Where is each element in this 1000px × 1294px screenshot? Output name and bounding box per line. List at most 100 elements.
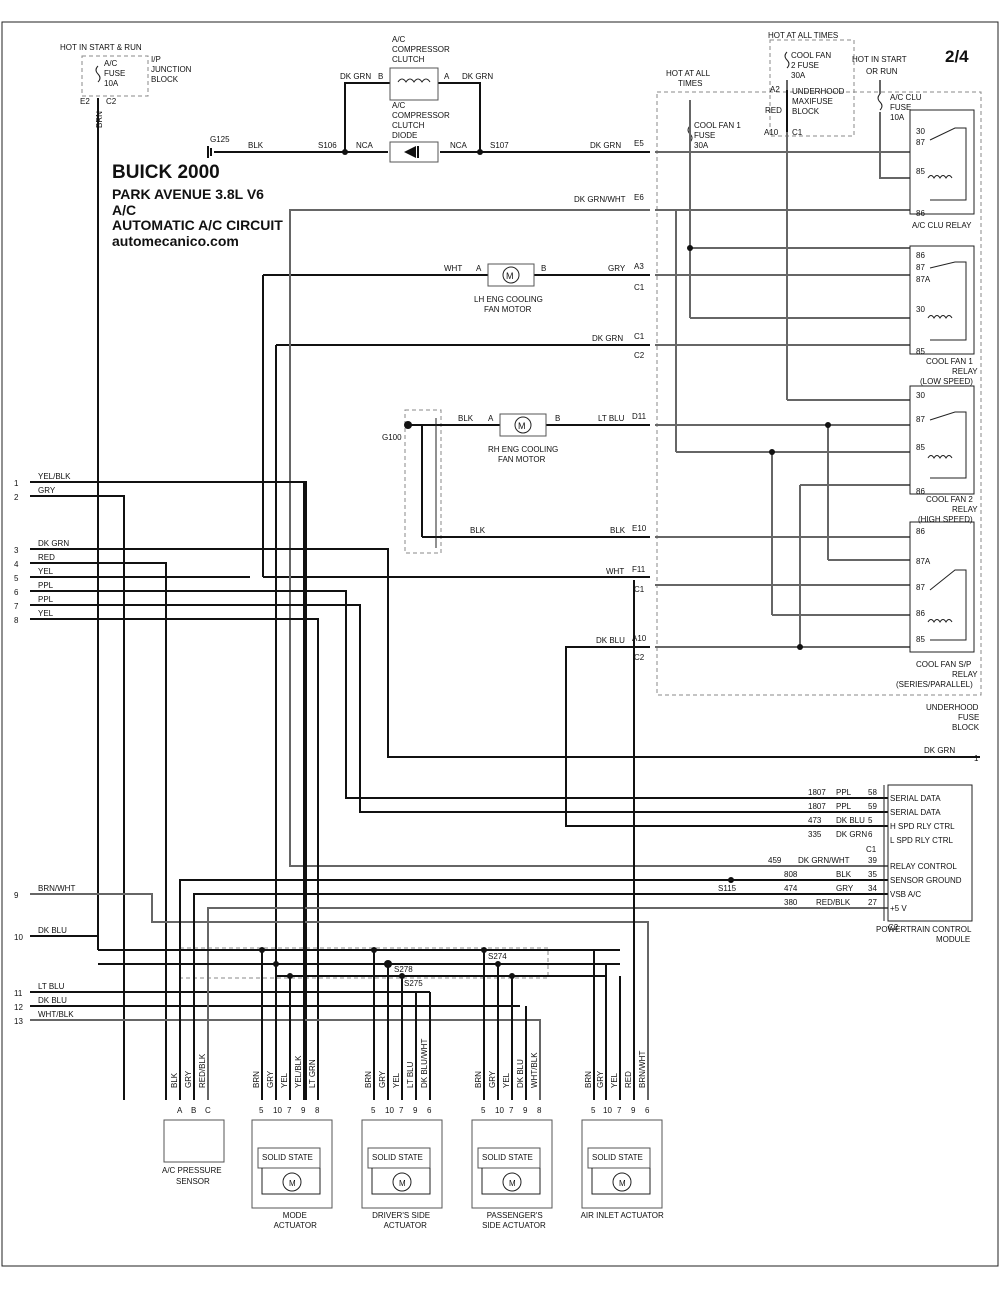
- relay-pin: 86: [916, 251, 925, 260]
- relay-name: RELAY: [952, 670, 978, 679]
- pcm-circuit: 459: [768, 856, 782, 865]
- fb-label: BLOCK: [952, 723, 980, 732]
- fb-row-pin: C1: [634, 332, 645, 341]
- circuit-name: AUTOMATIC A/C CIRCUIT: [112, 217, 283, 233]
- left-connector-num: 3: [14, 546, 19, 555]
- actuator-label: MODE: [283, 1211, 307, 1220]
- maxifuse-fuse-label: COOL FAN: [791, 51, 831, 60]
- lh-fb-conn: C1: [634, 283, 645, 292]
- left-connector-wire: WHT/BLK: [38, 1010, 74, 1019]
- maxifuse-fuse-rating: 30A: [791, 71, 806, 80]
- actuator-label: SIDE ACTUATOR: [482, 1221, 546, 1230]
- pcm-function: H SPD RLY CTRL: [890, 822, 955, 831]
- actuator-pin: 9: [631, 1106, 636, 1115]
- solid-state-label: SOLID STATE: [262, 1153, 313, 1162]
- left-connector-wire: LT BLU: [38, 982, 65, 991]
- right-wire-color: DK GRN: [924, 746, 955, 755]
- actuator-motor-symbol: M: [619, 1179, 626, 1188]
- website: automecanico.com: [112, 233, 239, 249]
- diode-label: A/C: [392, 101, 406, 110]
- actuator-wire-color: GRY: [378, 1070, 387, 1088]
- relay-name: (LOW SPEED): [920, 377, 973, 386]
- g100-ground-box: [404, 409, 442, 554]
- actuator-label: DRIVER'S SIDE: [372, 1211, 430, 1220]
- rh-motor-label: FAN MOTOR: [498, 455, 546, 464]
- clutch-label: A/C: [392, 35, 406, 44]
- left-connector-wire: DK GRN: [38, 539, 69, 548]
- fb-row-wire: DK BLU: [596, 636, 625, 645]
- actuator-label: ACTUATOR: [274, 1221, 317, 1230]
- relay-name: COOL FAN 1: [926, 357, 973, 366]
- relay-name: (SERIES/PARALLEL): [896, 680, 973, 689]
- vehicle-model: PARK AVENUE 3.8L V6: [112, 186, 264, 202]
- pcm-circuit: 335: [808, 830, 822, 839]
- actuator-wire-color: GRY: [596, 1070, 605, 1088]
- relay-pin: 86: [916, 527, 925, 536]
- fb-row-conn: C1: [634, 585, 645, 594]
- actuator-pin: 10: [385, 1106, 394, 1115]
- pcm-label: MODULE: [936, 935, 970, 944]
- ip-wire-color: BRN: [95, 111, 104, 128]
- actuator-pin: 9: [523, 1106, 528, 1115]
- relay-pin: 30: [916, 127, 925, 136]
- fb-fuse2-label: FUSE: [890, 103, 911, 112]
- rh-pin-a: A: [488, 414, 494, 423]
- pcm-function: SERIAL DATA: [890, 794, 941, 803]
- actuator-pin: 6: [427, 1106, 432, 1115]
- pcm-wire-color: DK GRN/WHT: [798, 856, 850, 865]
- left-connector-num: 7: [14, 602, 19, 611]
- relay-pin: 30: [916, 391, 925, 400]
- pcm-pin: 35: [868, 870, 877, 879]
- pcm-wire-color: PPL: [836, 788, 852, 797]
- pcm-wire-color: DK GRN: [836, 830, 867, 839]
- relay-name: RELAY: [952, 505, 978, 514]
- actuator-wire-color: BRN: [364, 1071, 373, 1088]
- actuator-pin: 10: [273, 1106, 282, 1115]
- fb-row-wire: DK GRN: [592, 334, 623, 343]
- actuator-pin: 9: [301, 1106, 306, 1115]
- fb-row-conn: C2: [634, 653, 645, 662]
- solid-state-label: SOLID STATE: [592, 1153, 643, 1162]
- left-connector-num: 1: [14, 479, 19, 488]
- relay-pin: 86: [916, 609, 925, 618]
- maxifuse-pin: A10: [764, 128, 779, 137]
- left-connector-wire: PPL: [38, 581, 54, 590]
- pcm-function: +5 V: [890, 904, 907, 913]
- pcm-function: L SPD RLY CTRL: [890, 836, 954, 845]
- actuator-wire-color: YEL: [392, 1072, 401, 1088]
- ip-fuse-label: FUSE: [104, 69, 125, 78]
- ip-block-label: I/P: [151, 55, 161, 64]
- e5-wire-color: DK GRN: [590, 141, 621, 150]
- actuator-pin: 10: [603, 1106, 612, 1115]
- lh-pin-b: B: [541, 264, 546, 273]
- relay-pin: 30: [916, 305, 925, 314]
- lh-motor-symbol: M: [506, 271, 514, 281]
- pcm-pin: 59: [868, 802, 877, 811]
- pcm-circuit: 808: [784, 870, 798, 879]
- splice-s278: S278: [394, 965, 413, 974]
- sensor-label: SENSOR: [176, 1177, 210, 1186]
- pcm-pin: 27: [868, 898, 877, 907]
- splice-s107: S107: [490, 141, 509, 150]
- pcm-circuit: 473: [808, 816, 822, 825]
- actuator-wire-color: BRN: [584, 1071, 593, 1088]
- ground-wire-color: BLK: [248, 141, 264, 150]
- sensor-pin: C: [205, 1106, 211, 1115]
- left-connector-wire: BRN/WHT: [38, 884, 75, 893]
- diode-label: COMPRESSOR: [392, 111, 450, 120]
- left-connector-num: 8: [14, 616, 19, 625]
- clutch-wire-right: DK GRN: [462, 72, 493, 81]
- pcm-circuit: 380: [784, 898, 798, 907]
- actuator-pin: 7: [287, 1106, 292, 1115]
- fb-row-wire: BLK: [610, 526, 626, 535]
- splice-s115: S115: [718, 884, 737, 893]
- pcm-circuit: 1807: [808, 788, 826, 797]
- lh-motor-label: FAN MOTOR: [484, 305, 532, 314]
- right-wire-num: 1: [974, 754, 979, 763]
- diode-nca-left: NCA: [356, 141, 374, 150]
- underhood-fuse-block-outline: [656, 91, 982, 696]
- fb-row-pin: E10: [632, 524, 647, 533]
- lh-pin-a: A: [476, 264, 482, 273]
- ip-pin: C2: [106, 97, 117, 106]
- fb-row-pin: E6: [634, 193, 644, 202]
